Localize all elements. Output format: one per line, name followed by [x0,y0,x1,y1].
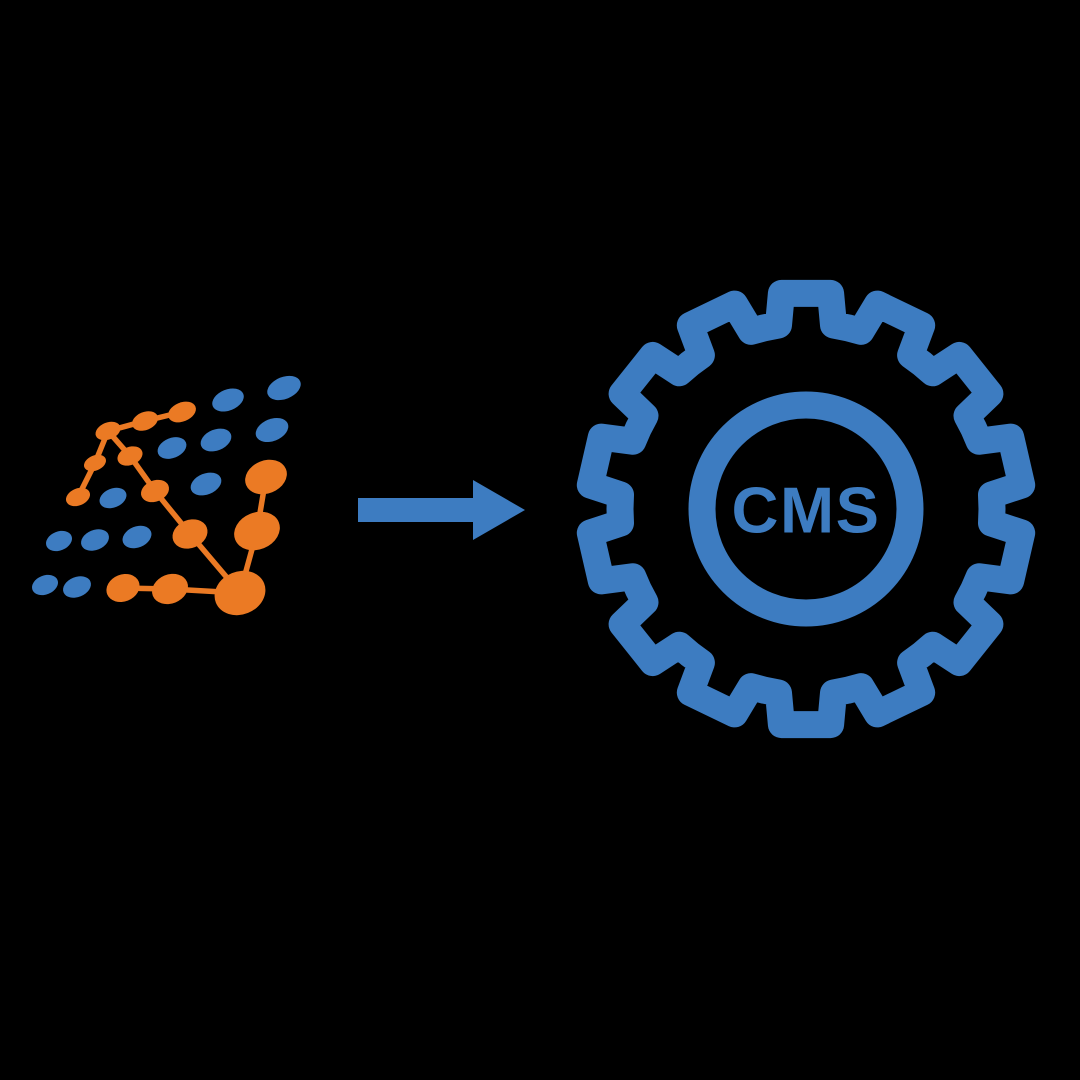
matrix-dot [157,437,187,459]
matrix-dot [234,511,280,551]
matrix-dot [99,487,127,509]
matrix-dot [63,576,91,598]
matrix-dot [190,472,222,496]
matrix-dot [200,428,232,452]
matrix-dot [140,479,170,503]
matrix-dot [106,573,140,603]
matrix-dot [65,487,91,507]
gear-inner-ring [688,391,924,627]
matrix-dot [83,454,107,472]
matrix-dot [122,525,152,549]
matrix-dot [255,417,289,443]
matrix-dot [267,375,301,401]
matrix-dot [117,446,143,466]
matrix-dot [214,570,266,616]
matrix-dot [81,529,109,551]
dot-matrix-logo [31,375,301,616]
matrix-dot [152,573,188,605]
matrix-dot [95,421,121,441]
matrix-dot [132,411,158,431]
matrix-dot [245,459,287,495]
matrix-dot [168,401,196,423]
cms-gear-icon: CMS [576,279,1036,739]
arrow-right-icon [358,480,525,540]
matrix-dot [212,388,244,412]
matrix-dot [45,530,73,552]
arrow-shape [358,480,525,540]
gear-outline [576,279,1036,739]
matrix-dot [172,519,208,549]
matrix-dot [31,574,59,596]
cms-label: CMS [732,473,881,546]
